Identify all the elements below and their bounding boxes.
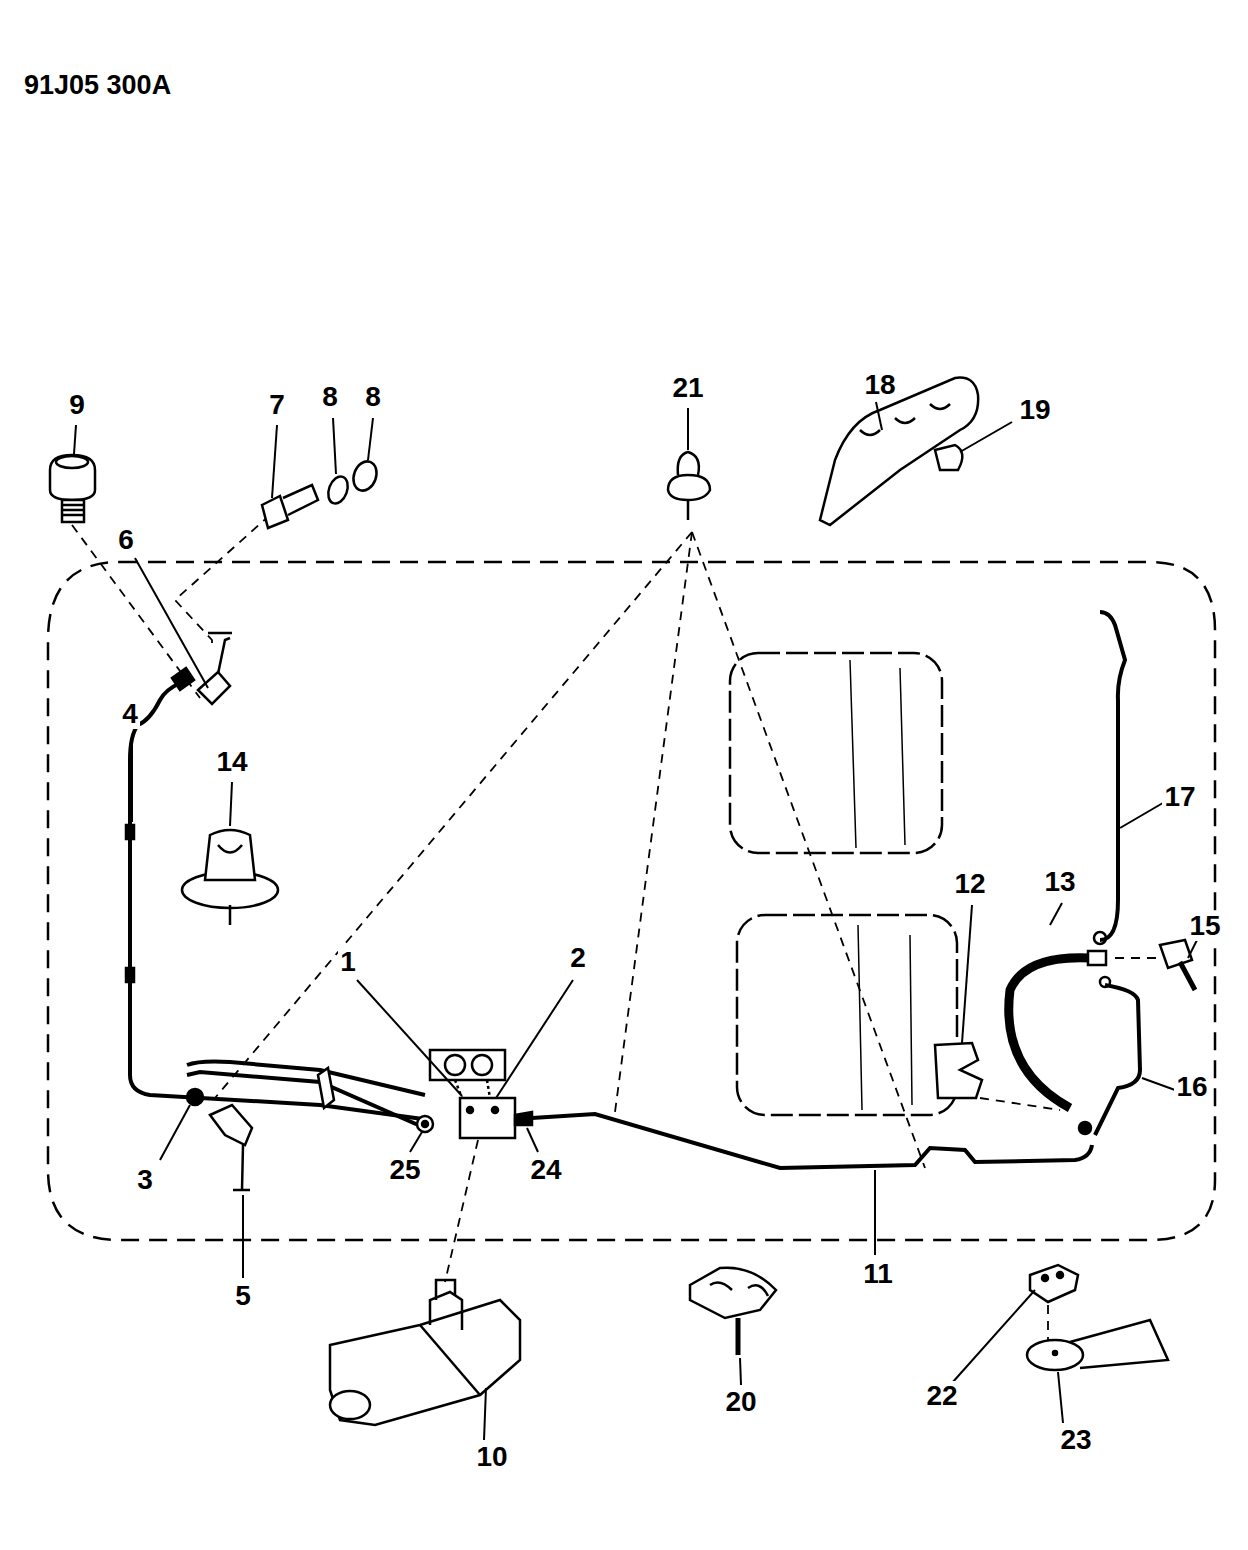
floor-opening — [730, 653, 942, 853]
callout-number: 14 — [214, 747, 249, 777]
callout-number: 2 — [568, 943, 588, 973]
drawing-code: 91J05 300A — [22, 71, 173, 100]
callout-number: 7 — [267, 390, 287, 420]
callout-number: 4 — [120, 699, 140, 729]
callout-number: 12 — [952, 869, 987, 899]
callout-number: 9 — [67, 390, 87, 420]
callout-number: 19 — [1017, 395, 1052, 425]
callout-number: 5 — [233, 1281, 253, 1311]
callout-number: 23 — [1058, 1425, 1093, 1455]
callout-number: 1 — [338, 947, 358, 977]
callout-number: 20 — [723, 1387, 758, 1417]
callout-number: 6 — [116, 525, 136, 555]
callout-number: 22 — [924, 1381, 959, 1411]
callout-number: 25 — [387, 1155, 422, 1185]
vehicle-outline — [48, 562, 1215, 1240]
callout-number: 18 — [862, 370, 897, 400]
callout-number: 10 — [474, 1442, 509, 1472]
callout-number: 24 — [528, 1155, 563, 1185]
floor-opening — [737, 915, 957, 1115]
callout-number: 17 — [1162, 782, 1197, 812]
callout-number: 3 — [135, 1165, 155, 1195]
callout-number: 15 — [1187, 911, 1222, 941]
callout-number: 16 — [1174, 1072, 1209, 1102]
callout-number: 13 — [1042, 867, 1077, 897]
callout-number: 8 — [363, 382, 383, 412]
callout-number: 8 — [320, 382, 340, 412]
callout-number: 11 — [861, 1259, 895, 1289]
callout-number: 21 — [670, 373, 705, 403]
